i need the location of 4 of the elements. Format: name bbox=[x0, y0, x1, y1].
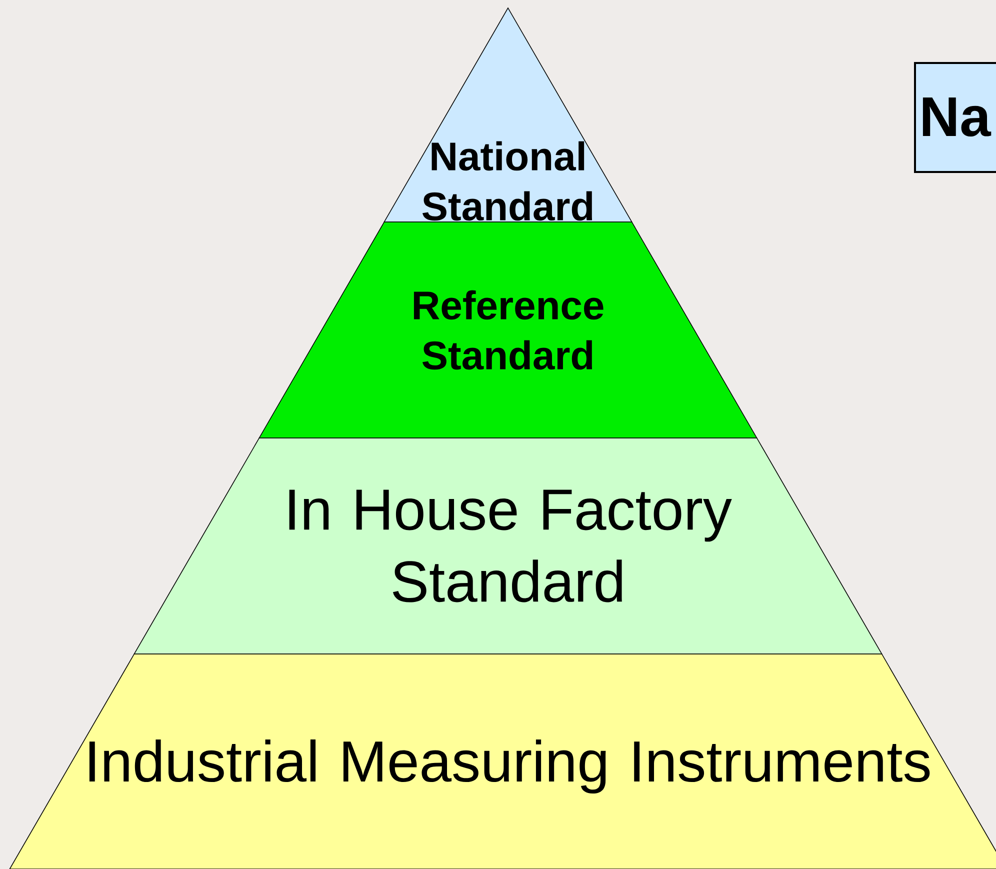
pyramid-level: Reference Standard bbox=[258, 222, 758, 438]
pyramid-level: Industrial Measuring Instruments bbox=[9, 654, 996, 869]
title-box: Na bbox=[914, 62, 996, 173]
pyramid-level: In House Factory Standard bbox=[134, 438, 882, 654]
